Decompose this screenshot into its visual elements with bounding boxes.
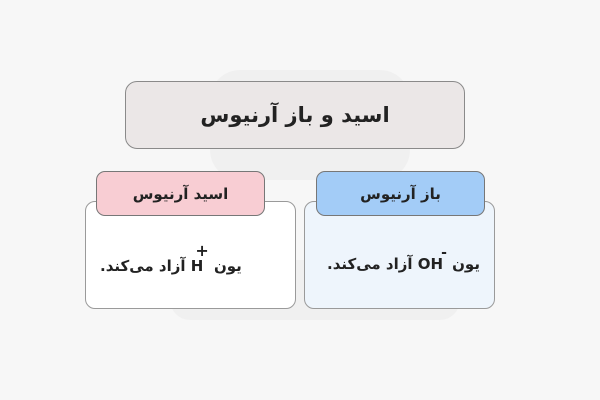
acid-text-after: آزاد می‌کند. (100, 257, 186, 275)
acid-header: اسید آرنیوس (96, 171, 265, 216)
base-header: باز آرنیوس (316, 171, 485, 216)
diagram-title-text: اسید و باز آرنیوس (200, 103, 390, 127)
acid-text-before: یون (213, 257, 242, 275)
acid-ion-charge: + (195, 241, 209, 260)
base-ion: OH- (417, 245, 447, 273)
acid-header-text: اسید آرنیوس (132, 184, 229, 203)
base-ion-symbol: OH (417, 255, 444, 273)
diagram-title: اسید و باز آرنیوس (125, 81, 465, 149)
acid-ion: H+ (190, 241, 209, 275)
base-text-before: یون (452, 255, 480, 273)
base-ion-charge: - (441, 245, 447, 261)
base-text-after: آزاد می‌کند. (327, 255, 413, 273)
acid-card (85, 201, 296, 309)
acid-description: یون H+ آزاد می‌کند. (100, 241, 242, 275)
base-description: یون OH- آزاد می‌کند. (327, 245, 480, 273)
acid-ion-symbol: H (190, 257, 204, 275)
base-card (304, 201, 495, 309)
base-header-text: باز آرنیوس (360, 184, 441, 203)
